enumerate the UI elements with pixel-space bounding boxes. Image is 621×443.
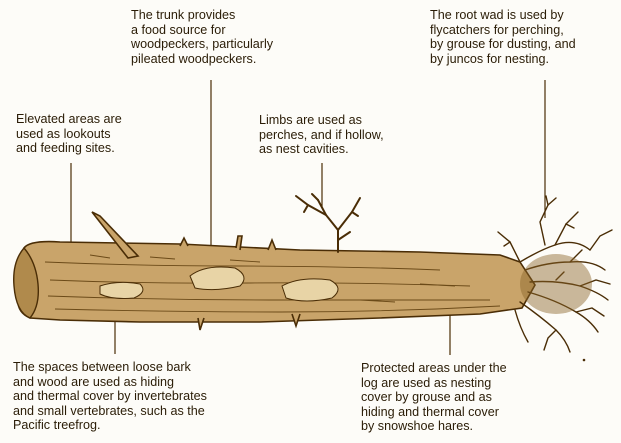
limbs-callout: Limbs are used as perches, and if hollow…	[259, 113, 384, 157]
root-wad-callout: The root wad is used by flycatchers for …	[430, 8, 576, 66]
upright-limbs	[296, 194, 360, 252]
loose-bark-patch	[100, 282, 143, 298]
under-log-callout: Protected areas under the log are used a…	[361, 361, 507, 434]
loose-bark-patch	[282, 279, 338, 301]
elevated-areas-callout: Elevated areas are used as lookouts and …	[16, 112, 122, 156]
loose-bark-callout: The spaces between loose bark and wood a…	[13, 360, 207, 433]
log-body	[14, 212, 535, 330]
trunk-callout: The trunk provides a food source for woo…	[131, 8, 273, 66]
root-mass	[520, 254, 592, 314]
speck	[583, 359, 586, 362]
